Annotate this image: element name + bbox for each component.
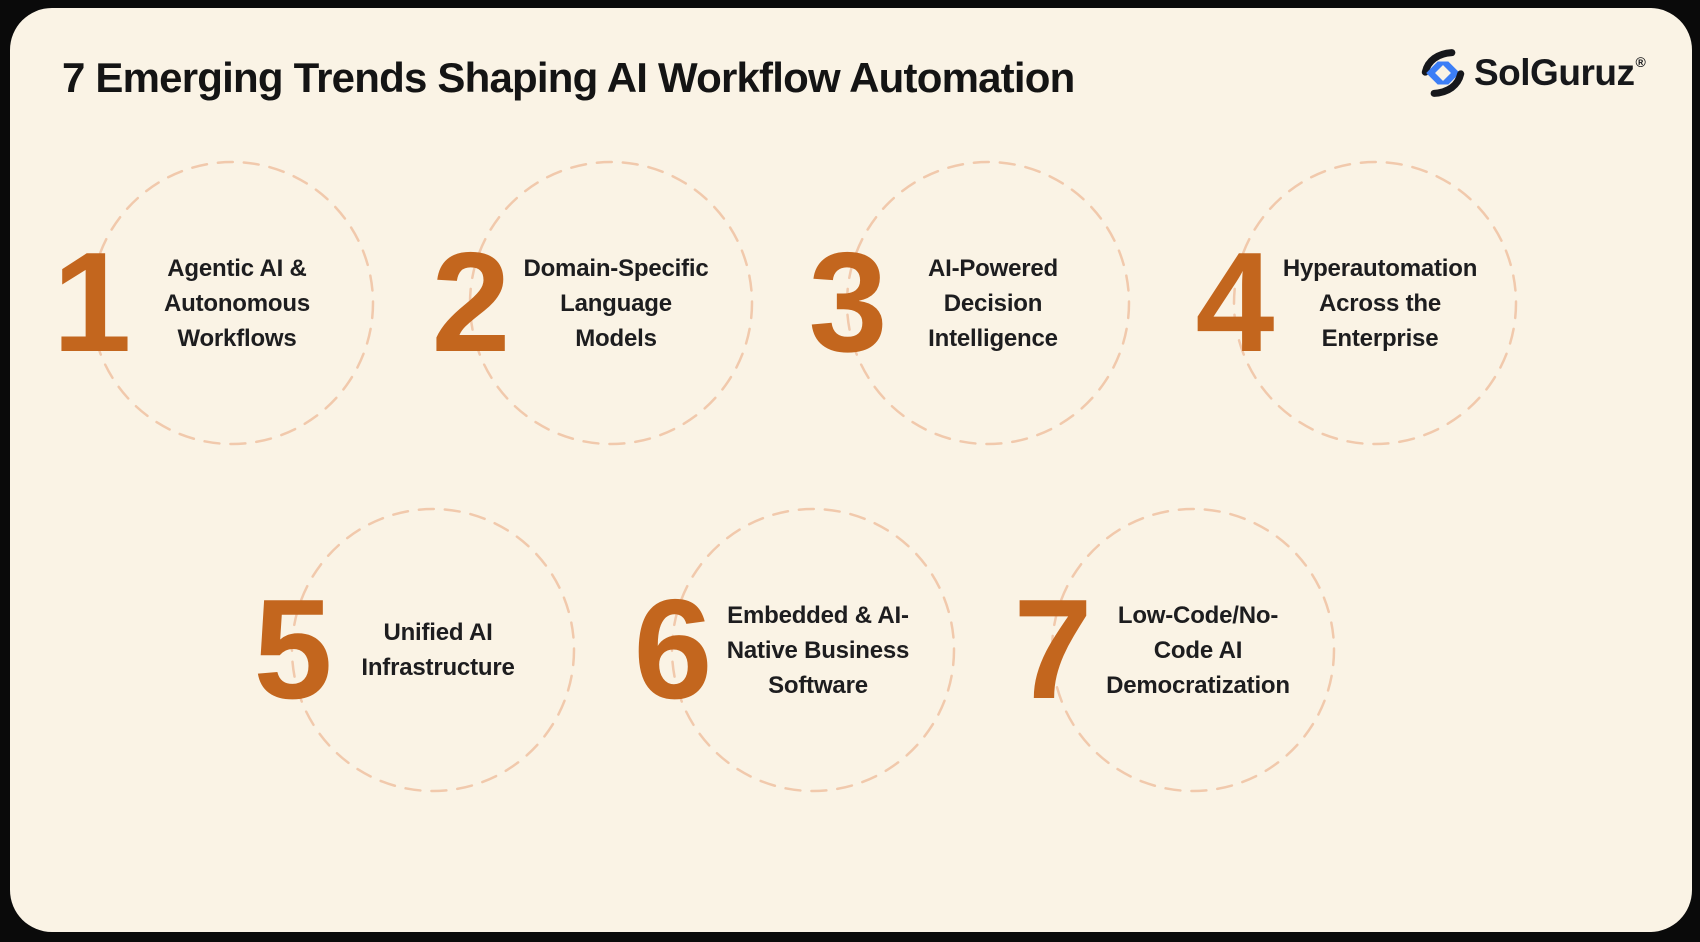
- brand-text: SolGuruz: [1474, 52, 1635, 93]
- dashed-circle: [670, 507, 956, 793]
- trend-label: Low-Code/No- Code AI Democratization: [1106, 601, 1290, 699]
- trend-label: Hyperautomation Across the Enterprise: [1282, 254, 1478, 352]
- registered-mark: ®: [1635, 54, 1646, 70]
- trend-item-5: 5 Unified AI Infrastructure: [233, 490, 633, 810]
- trend-number: 4: [1195, 223, 1275, 382]
- dashed-circle: [1050, 507, 1336, 793]
- dashed-circle: [89, 160, 375, 446]
- trend-number: 1: [52, 223, 132, 382]
- trend-item-6: 6 Embedded & AI- Native Business Softwar…: [613, 490, 1013, 810]
- trend-label: Unified AI Infrastructure: [361, 619, 515, 681]
- brand-name: SolGuruz®: [1474, 52, 1646, 94]
- trend-item-1: 1 Agentic AI & Autonomous Workflows: [32, 143, 432, 463]
- trend-label: Embedded & AI- Native Business Software: [726, 601, 910, 699]
- trend-item-7: 7 Low-Code/No- Code AI Democratization: [993, 490, 1393, 810]
- page-title: 7 Emerging Trends Shaping AI Workflow Au…: [62, 54, 1075, 101]
- trend-number: 6: [633, 570, 713, 729]
- trend-number: 7: [1013, 570, 1093, 729]
- trend-number: 5: [253, 570, 333, 729]
- dashed-circle: [468, 160, 754, 446]
- infographic-card: [10, 8, 1692, 932]
- dashed-circle: [290, 507, 576, 793]
- trend-number: 3: [808, 223, 888, 382]
- trend-label: Agentic AI & Autonomous Workflows: [164, 254, 310, 352]
- trend-item-2: 2 Domain-Specific Language Models: [411, 143, 811, 463]
- brand-logo: SolGuruz®: [1420, 47, 1646, 99]
- solguruz-logo-icon: [1421, 49, 1465, 97]
- trend-label: Domain-Specific Language Models: [523, 254, 709, 352]
- trend-item-3: 3 AI-Powered Decision Intelligence: [788, 143, 1188, 463]
- trend-number: 2: [431, 223, 511, 382]
- dashed-circle: [1232, 160, 1518, 446]
- trend-label: AI-Powered Decision Intelligence: [927, 254, 1059, 352]
- dashed-circle: [845, 160, 1131, 446]
- trend-item-4: 4 Hyperautomation Across the Enterprise: [1175, 143, 1575, 463]
